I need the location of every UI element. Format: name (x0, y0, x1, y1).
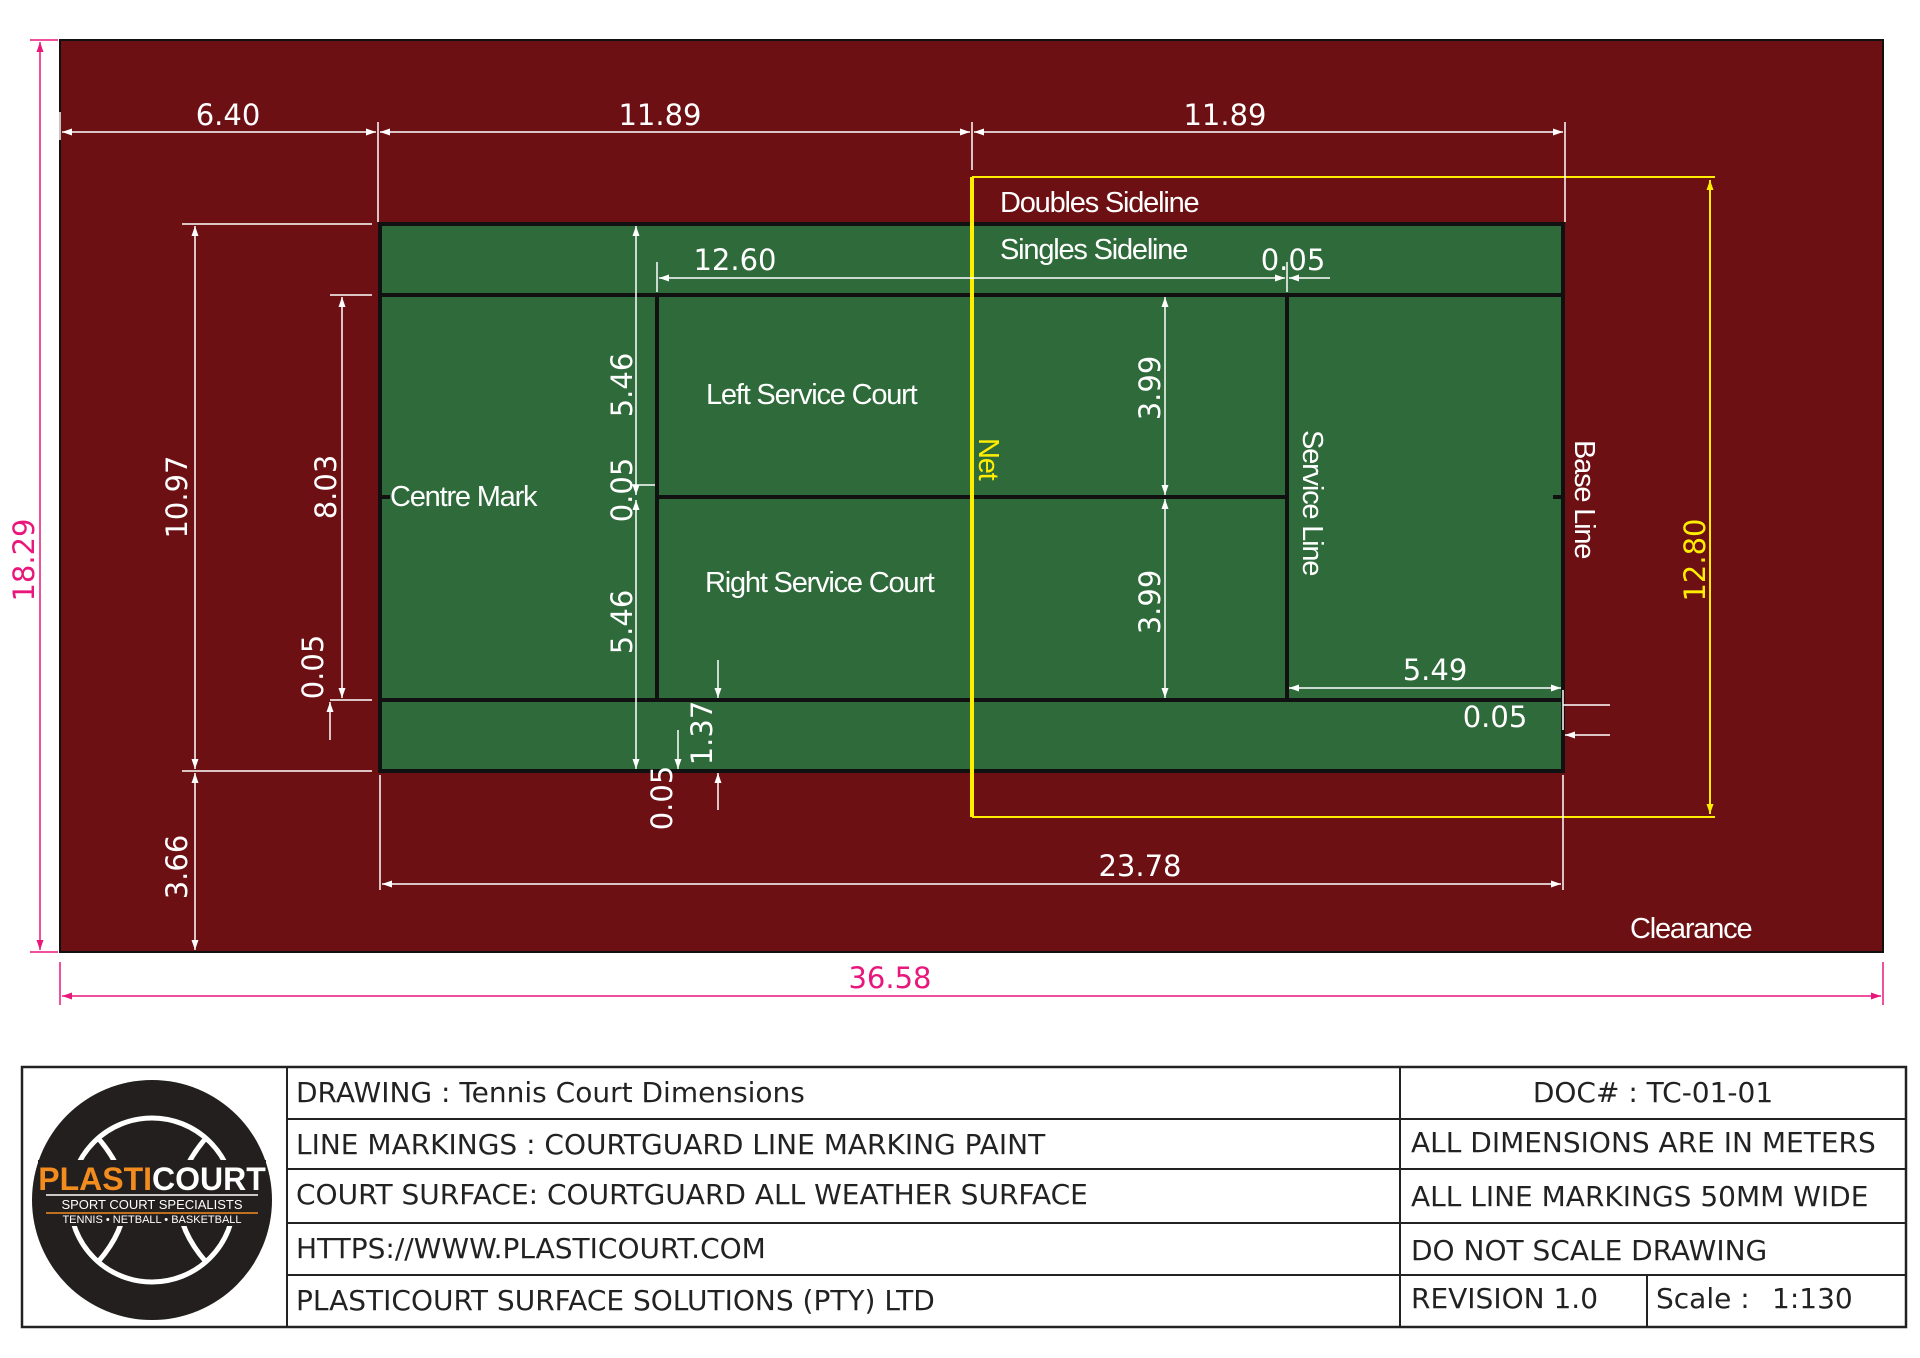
dim-546-top-text: 5.46 (605, 353, 639, 418)
dim-1280-text: 12.80 (1678, 518, 1712, 601)
service-line-label: Service Line (1296, 430, 1328, 575)
scale-note-text: DO NOT SCALE DRAWING (1411, 1234, 1767, 1267)
dim-005-lower-text: 0.05 (645, 766, 679, 831)
units-note-text: ALL DIMENSIONS ARE IN METERS (1411, 1126, 1876, 1159)
centre-mark-label: Centre Mark (390, 481, 538, 513)
doc-number-text: DOC# : TC-01-01 (1533, 1076, 1773, 1109)
scale-label-text: Scale : (1656, 1282, 1750, 1315)
website-text: HTTPS://WWW.PLASTICOURT.COM (296, 1232, 766, 1265)
line-width-note-text: ALL LINE MARKINGS 50MM WIDE (1411, 1180, 1868, 1213)
dim-549-text: 5.49 (1403, 653, 1468, 687)
company-text: PLASTICOURT SURFACE SOLUTIONS (PTY) LTD (296, 1284, 935, 1317)
dim-1189-left-text: 11.89 (618, 98, 701, 132)
dim-1189-right-text: 11.89 (1183, 98, 1266, 132)
dim-3658-text: 36.58 (848, 961, 931, 995)
dimension-arrows (62, 128, 1610, 950)
dim-546-bottom-text: 5.46 (605, 590, 639, 655)
dim-005-top-text: 0.05 (1261, 243, 1326, 277)
scale-value-text: 1:130 (1772, 1282, 1853, 1315)
dim-399-bottom-text: 3.99 (1133, 570, 1167, 635)
dim-640-text: 6.40 (196, 98, 261, 132)
logo-brand-text: PLASTICOURT (38, 1161, 266, 1197)
left-service-court-label: Left Service Court (706, 379, 918, 411)
dim-005-right-text: 0.05 (1463, 700, 1528, 734)
plasticourt-logo: PLASTICOURT SPORT COURT SPECIALISTS TENN… (32, 1080, 272, 1320)
clearance-label: Clearance (1630, 913, 1751, 945)
dim-005-left-text: 0.05 (296, 635, 330, 700)
logo-tagline-text: SPORT COURT SPECIALISTS (61, 1197, 242, 1212)
dim-1260-text: 12.60 (693, 243, 776, 277)
drawing-title-text: DRAWING : Tennis Court Dimensions (296, 1076, 805, 1109)
doubles-sideline-label: Doubles Sideline (1000, 187, 1199, 219)
right-service-court-label: Right Service Court (705, 567, 935, 599)
title-block-frame (20, 1065, 1908, 1329)
dim-2378-text: 23.78 (1098, 849, 1181, 883)
logo-sports-text: TENNIS • NETBALL • BASKETBALL (62, 1214, 241, 1226)
extension-lines (59, 112, 1610, 890)
dim-137-text: 1.37 (685, 701, 719, 766)
line-markings-text: LINE MARKINGS : COURTGUARD LINE MARKING … (296, 1128, 1046, 1161)
title-block: PLASTICOURT SPORT COURT SPECIALISTS TENN… (20, 1065, 1908, 1329)
revision-text: REVISION 1.0 (1411, 1282, 1598, 1315)
court-surface-text: COURT SURFACE: COURTGUARD ALL WEATHER SU… (296, 1178, 1088, 1211)
base-line-label: Base Line (1568, 440, 1600, 558)
pink-dimensions (30, 39, 1884, 1005)
dim-366-text: 3.66 (160, 835, 194, 900)
singles-sideline-label: Singles Sideline (1000, 234, 1187, 266)
dim-1829-text: 18.29 (7, 518, 41, 601)
net-label: Net (972, 438, 1004, 481)
dim-803-text: 8.03 (309, 455, 343, 520)
dim-1097-text: 10.97 (160, 455, 194, 538)
dim-399-top-text: 3.99 (1133, 356, 1167, 421)
dim-005-mid-text: 0.05 (605, 458, 639, 523)
